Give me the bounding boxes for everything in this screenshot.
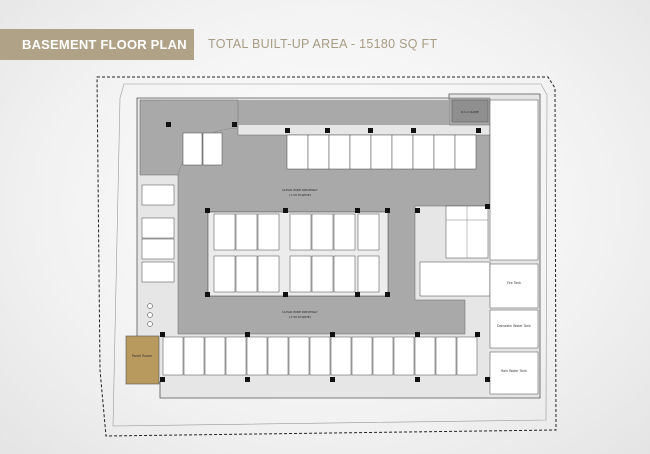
driveway-top-label: CLEAR WIDE DRIVEWAY — [282, 188, 318, 192]
parking-left-column — [141, 184, 175, 283]
core-area — [419, 205, 491, 297]
fire-tank-label: Fire Tank — [507, 281, 521, 285]
panel-room — [125, 335, 160, 385]
driveway-top-sub: (7.50 M WIDE) — [289, 193, 311, 197]
parking-row-bottom — [162, 336, 478, 376]
parking-row-top — [286, 134, 477, 170]
driveway-bottom-label: CLEAR WIDE DRIVEWAY — [282, 310, 318, 314]
domestic-tank-label: Domestic Water Tank — [497, 324, 531, 328]
parking-island — [213, 213, 380, 293]
rain-tank-label: Rain Water Tank — [501, 369, 527, 373]
fixture-circles — [147, 303, 153, 327]
structural-columns — [160, 122, 490, 382]
panel-room-label: Panel Room — [132, 354, 153, 358]
plot-boundary — [96, 76, 557, 437]
service-column — [489, 99, 539, 395]
driveway-bottom-sub: (7.50 M WIDE) — [289, 315, 311, 319]
ramp — [451, 99, 489, 123]
setback-line — [112, 83, 548, 427]
plan-title-badge: BASEMENT FLOOR PLAN — [0, 29, 194, 60]
ramp-label: R.C.C RAMP — [461, 110, 479, 114]
driveway-top-band — [238, 100, 449, 125]
plan-title: BASEMENT FLOOR PLAN — [22, 37, 187, 52]
built-up-area: TOTAL BUILT-UP AREA - 15180 SQ FT — [208, 37, 438, 51]
parking-group-topleft — [182, 132, 223, 166]
